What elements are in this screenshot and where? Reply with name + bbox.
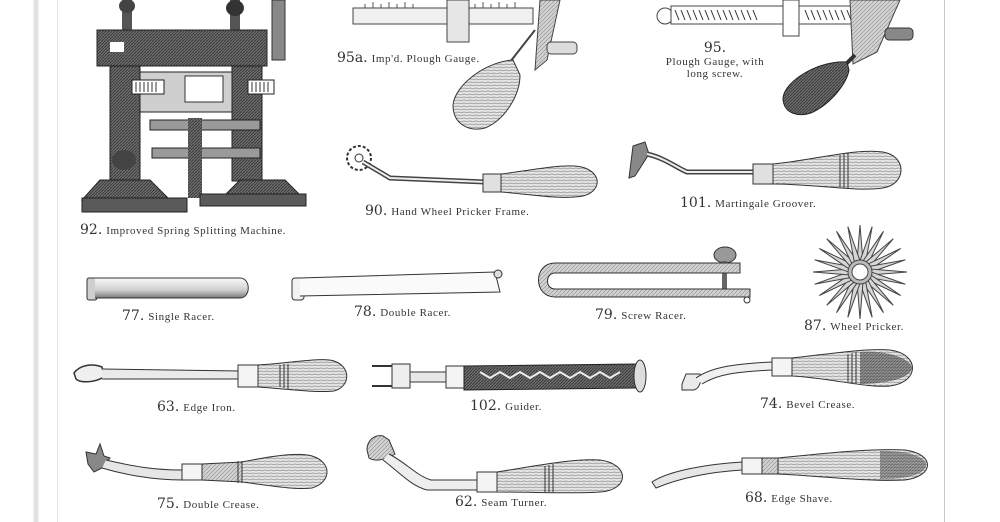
double-crease-illustration (85, 442, 328, 490)
item-74: 74.Bevel Crease. (680, 348, 920, 413)
item-101: 101.Martingale Groover. (625, 140, 910, 215)
binding-shadow (33, 0, 39, 522)
item-number: 102. (470, 398, 502, 414)
caption-75: 75.Double Crease. (157, 496, 259, 512)
item-number: 63. (157, 399, 180, 415)
item-label: Double Racer. (380, 307, 451, 319)
wheel-pricker-illustration (812, 224, 908, 320)
item-63: 63.Edge Iron. (72, 355, 352, 415)
caption-90: 90.Hand Wheel Pricker Frame. (365, 203, 529, 219)
item-number: 77. (122, 308, 145, 324)
bevel-crease-illustration (681, 349, 913, 391)
seam-turner-illustration (366, 435, 623, 494)
item-75: 75.Double Crease. (82, 442, 332, 514)
caption-62: 62.Seam Turner. (455, 494, 547, 510)
item-number: 79. (595, 307, 618, 323)
plough-gauge-illustration (352, 0, 578, 130)
item-label: Double Crease. (183, 499, 260, 511)
item-number: 101. (680, 195, 712, 211)
edge-shave-illustration (651, 449, 928, 489)
item-label: Seam Turner. (481, 497, 548, 509)
double-racer-illustration (291, 269, 503, 301)
item-number: 95. (703, 40, 727, 56)
guider-illustration (372, 359, 647, 393)
item-label: Martingale Groover. (715, 198, 817, 210)
caption-77: 77.Single Racer. (122, 308, 215, 324)
item-number: 87. (804, 318, 827, 334)
edge-iron-illustration (73, 359, 348, 393)
item-90: 90.Hand Wheel Pricker Frame. (345, 140, 605, 220)
item-label: Bevel Crease. (786, 399, 856, 411)
caption-87: 87.Wheel Pricker. (804, 318, 904, 334)
item-label: Single Racer. (148, 311, 215, 323)
caption-68: 68.Edge Shave. (745, 490, 833, 506)
item-78: 78.Double Racer. (290, 266, 510, 326)
item-87: 87.Wheel Pricker. (800, 222, 925, 337)
single-racer-illustration (86, 277, 249, 301)
plough-gauge-long-screw-illustration (656, 0, 914, 116)
item-95: 95. Plough Gauge, with long screw. (655, 0, 925, 120)
screw-racer-illustration (538, 246, 751, 304)
item-number: 74. (760, 396, 783, 412)
item-number: 68. (745, 490, 768, 506)
item-label: Edge Shave. (771, 493, 833, 505)
item-68: 68.Edge Shave. (650, 448, 935, 510)
wheel-pricker-frame-illustration (346, 145, 598, 198)
item-label: Imp'd. Plough Gauge. (371, 53, 480, 65)
item-number: 78. (354, 304, 377, 320)
caption-78: 78.Double Racer. (354, 304, 451, 320)
item-label: Guider. (505, 401, 543, 413)
caption-95a: 95a.Imp'd. Plough Gauge. (337, 50, 480, 66)
caption-95: 95. Plough Gauge, with long screw. (655, 40, 775, 80)
item-number: 92. (80, 222, 103, 238)
caption-92: 92.Improved Spring Splitting Machine. (80, 222, 286, 238)
item-number: 95a. (337, 50, 368, 66)
item-number: 62. (455, 494, 478, 510)
item-102: 102.Guider. (370, 358, 655, 414)
item-95a: 95a.Imp'd. Plough Gauge. (335, 0, 595, 135)
splitting-machine-illustration (80, 0, 307, 213)
item-62: 62.Seam Turner. (365, 432, 635, 514)
caption-74: 74.Bevel Crease. (760, 396, 855, 412)
groover-illustration (628, 141, 902, 190)
item-number: 90. (365, 203, 388, 219)
caption-101: 101.Martingale Groover. (680, 195, 816, 211)
item-92: 92.Improved Spring Splitting Machine. (80, 0, 320, 245)
item-label: Hand Wheel Pricker Frame. (391, 206, 530, 218)
item-77: 77.Single Racer. (85, 272, 255, 327)
item-number: 75. (157, 496, 180, 512)
item-label: Improved Spring Splitting Machine. (106, 225, 287, 237)
item-label-line2: long screw. (686, 68, 744, 80)
caption-63: 63.Edge Iron. (157, 399, 236, 415)
item-label-line1: Plough Gauge, with (665, 56, 765, 68)
item-label: Screw Racer. (621, 310, 687, 322)
caption-102: 102.Guider. (470, 398, 542, 414)
caption-79: 79.Screw Racer. (595, 307, 687, 323)
item-79: 79.Screw Racer. (535, 245, 760, 325)
item-label: Edge Iron. (183, 402, 236, 414)
item-label: Wheel Pricker. (830, 321, 905, 333)
